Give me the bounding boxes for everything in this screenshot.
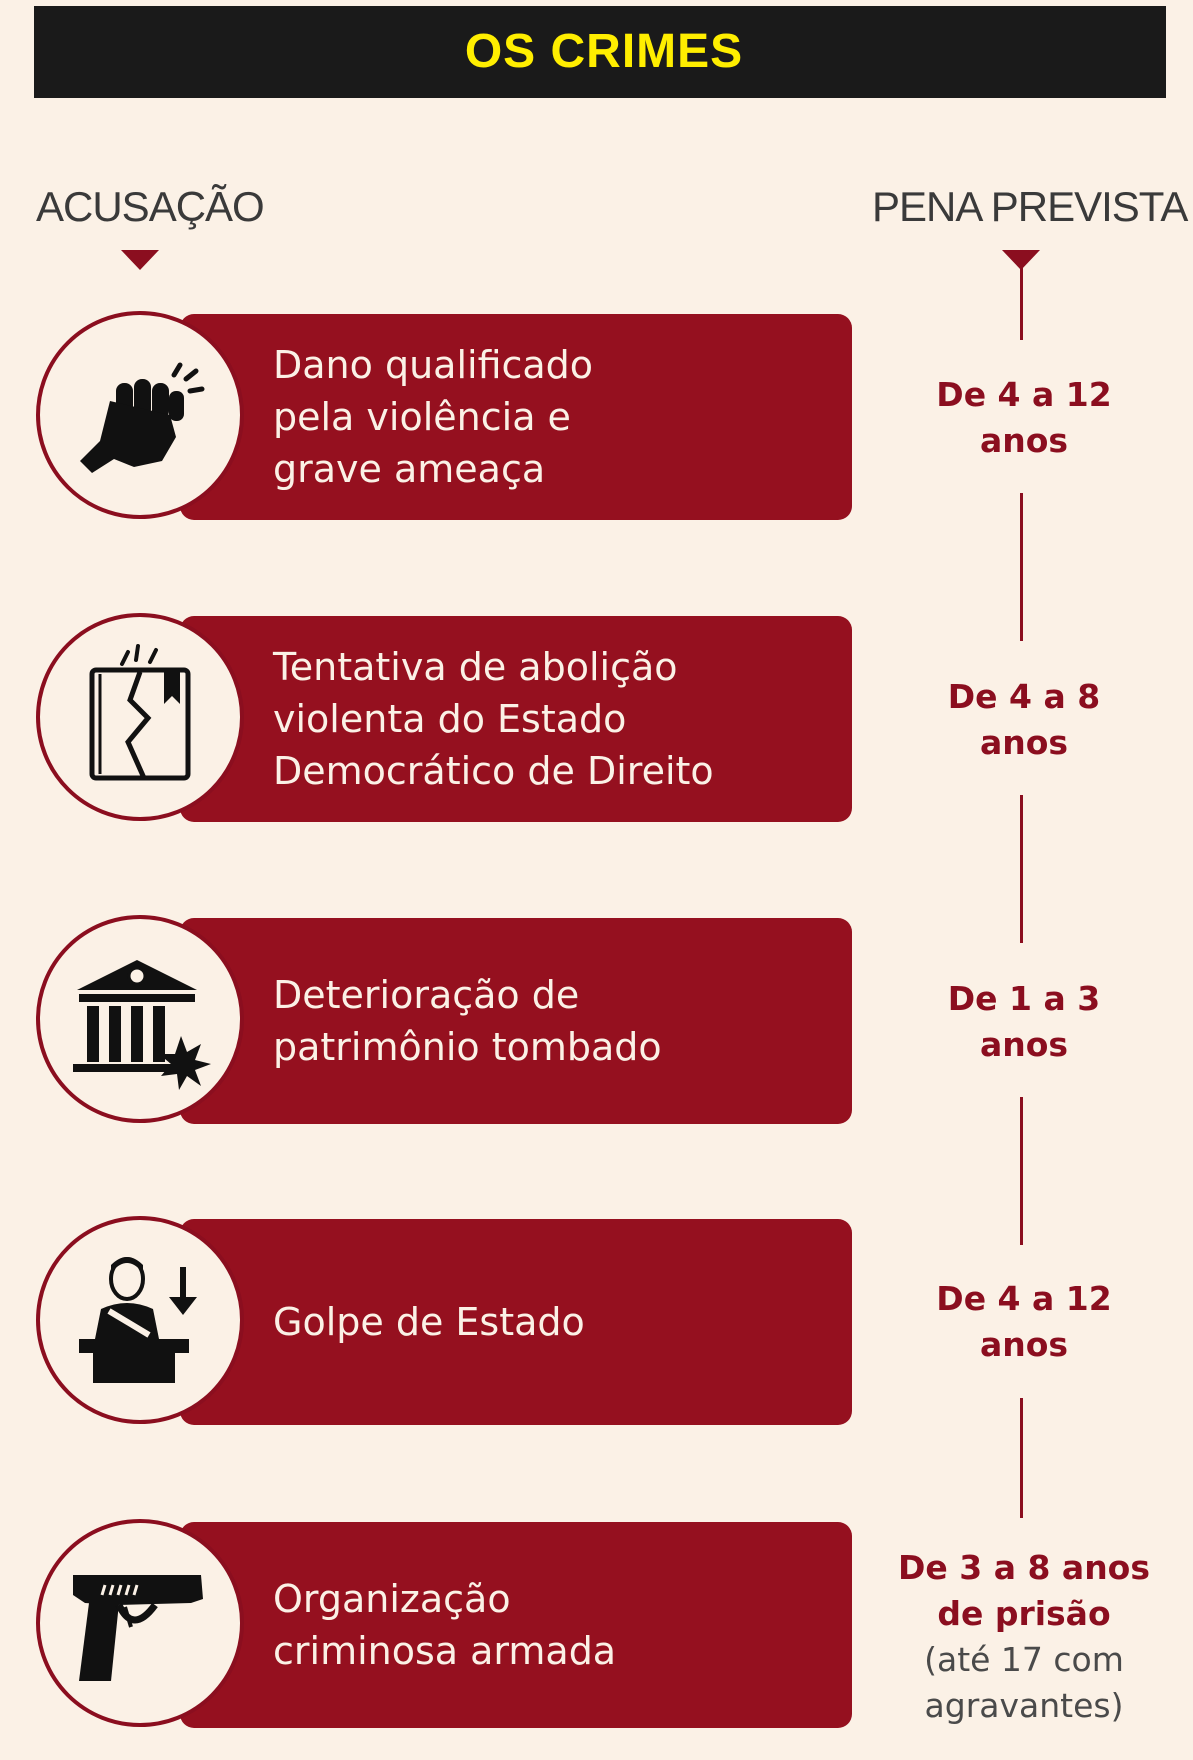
page-title: OS CRIMES [464, 25, 744, 78]
timeline-segment [1020, 1398, 1023, 1518]
crime-card-abolicao-estado: Tentativa de abolição violenta do Estado… [180, 616, 852, 822]
crime-card-patrimonio-tombado: Deterioração de patrimônio tombado [180, 918, 852, 1124]
penalty-text: De 4 a 12 anos [936, 375, 1112, 460]
crime-line: Deterioração de [273, 973, 580, 1017]
penalty-text: De 3 a 8 anos de prisão (até 17 com agra… [898, 1548, 1150, 1725]
title-bar: OS CRIMES [34, 6, 1166, 98]
crime-card-dano-qualificado: Dano qualificado pela violência e grave … [180, 314, 852, 520]
ousted-leader-icon [36, 1216, 244, 1424]
crime-line: patrimônio tombado [273, 1025, 662, 1069]
timeline-segment [1020, 268, 1023, 340]
penalty-header: PENA PREVISTA [872, 183, 1188, 230]
penalty-text: De 4 a 12 anos [936, 1279, 1112, 1364]
accusation-arrow-icon [121, 250, 159, 270]
crime-line: violenta do Estado [273, 697, 627, 741]
crime-line: Golpe de Estado [273, 1300, 585, 1344]
crime-line: pela violência e [273, 395, 571, 439]
crime-card-golpe-de-estado: Golpe de Estado [180, 1219, 852, 1425]
penalty-text: De 1 a 3 anos [947, 979, 1101, 1064]
damaged-building-icon [36, 915, 244, 1123]
penalty-text: De 4 a 8 anos [947, 677, 1101, 762]
timeline-segment [1020, 493, 1023, 641]
crime-line: grave ameaça [273, 447, 546, 491]
pistol-icon [36, 1519, 244, 1727]
crime-line: Tentativa de abolição [273, 645, 678, 689]
crime-line: Dano qualificado [273, 343, 594, 387]
timeline-segment [1020, 1097, 1023, 1245]
crime-line: criminosa armada [273, 1629, 617, 1673]
crime-line: Democrático de Direito [273, 749, 714, 793]
penalty-arrow-icon [1002, 250, 1040, 270]
accusation-header: ACUSAÇÃO [36, 183, 265, 230]
crime-line: Organização [273, 1577, 511, 1621]
fist-icon [36, 311, 244, 519]
broken-book-icon [36, 613, 244, 821]
timeline-segment [1020, 795, 1023, 943]
crime-card-organizacao-criminosa: Organização criminosa armada [180, 1522, 852, 1728]
